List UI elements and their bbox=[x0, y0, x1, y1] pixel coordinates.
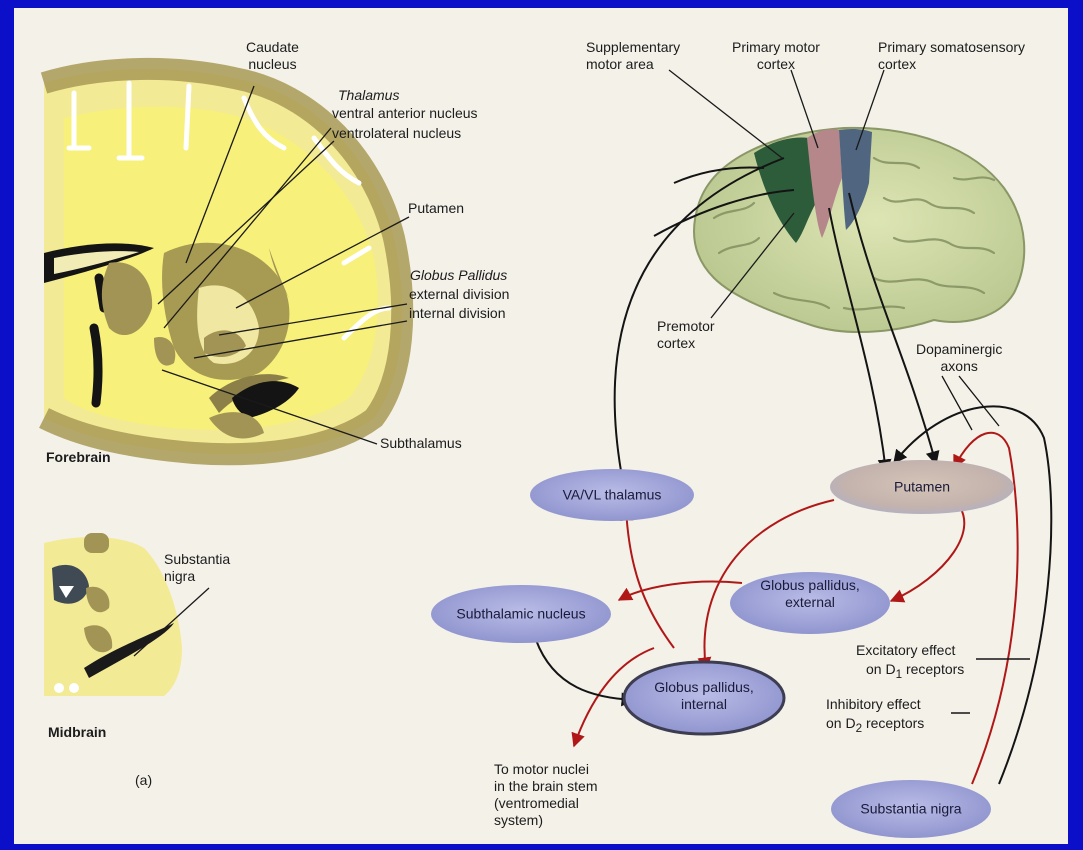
label-globus-pallidus: Globus Pallidus bbox=[410, 267, 507, 284]
label-panel-a: (a) bbox=[135, 772, 152, 789]
label-supplementary-motor: Supplementary motor area bbox=[586, 39, 680, 73]
label-dopaminergic-axons: Dopaminergic axons bbox=[916, 341, 1002, 375]
node-subthalamic: Subthalamic nucleus bbox=[456, 606, 585, 623]
figure-page: Caudate nucleus Thalamus ventral anterio… bbox=[14, 8, 1068, 844]
node-substantia-nigra: Substantia nigra bbox=[860, 801, 961, 818]
label-primary-somatosensory: Primary somatosensory cortex bbox=[878, 39, 1025, 73]
label-external-division: external division bbox=[409, 286, 509, 303]
node-gp-external: Globus pallidus, external bbox=[760, 577, 860, 611]
label-midbrain: Midbrain bbox=[48, 724, 106, 741]
label-internal-division: internal division bbox=[409, 305, 506, 322]
label-excitatory-2: on D1 receptors bbox=[866, 661, 964, 683]
label-substantia-nigra-section: Substantia nigra bbox=[164, 551, 230, 585]
label-inhibitory-1: Inhibitory effect bbox=[826, 696, 921, 713]
label-forebrain: Forebrain bbox=[46, 449, 111, 466]
label-ventrolateral: ventrolateral nucleus bbox=[332, 125, 461, 142]
label-inhibitory-2: on D2 receptors bbox=[826, 715, 924, 737]
label-premotor: Premotor cortex bbox=[657, 318, 715, 352]
label-thalamus: Thalamus bbox=[338, 87, 399, 104]
label-ventral-anterior: ventral anterior nucleus bbox=[332, 105, 478, 122]
label-caudate-nucleus: Caudate nucleus bbox=[246, 39, 299, 73]
node-putamen: Putamen bbox=[894, 479, 950, 496]
label-excitatory-1: Excitatory effect bbox=[856, 642, 955, 659]
node-va-vl-thalamus: VA/VL thalamus bbox=[563, 487, 662, 504]
label-putamen-section: Putamen bbox=[408, 200, 464, 217]
node-gp-internal: Globus pallidus, internal bbox=[654, 679, 754, 713]
label-primary-motor: Primary motor cortex bbox=[732, 39, 820, 73]
label-motor-nuclei: To motor nuclei in the brain stem (ventr… bbox=[494, 761, 598, 829]
lateral-brain bbox=[669, 70, 1024, 332]
label-subthalamus: Subthalamus bbox=[380, 435, 462, 452]
